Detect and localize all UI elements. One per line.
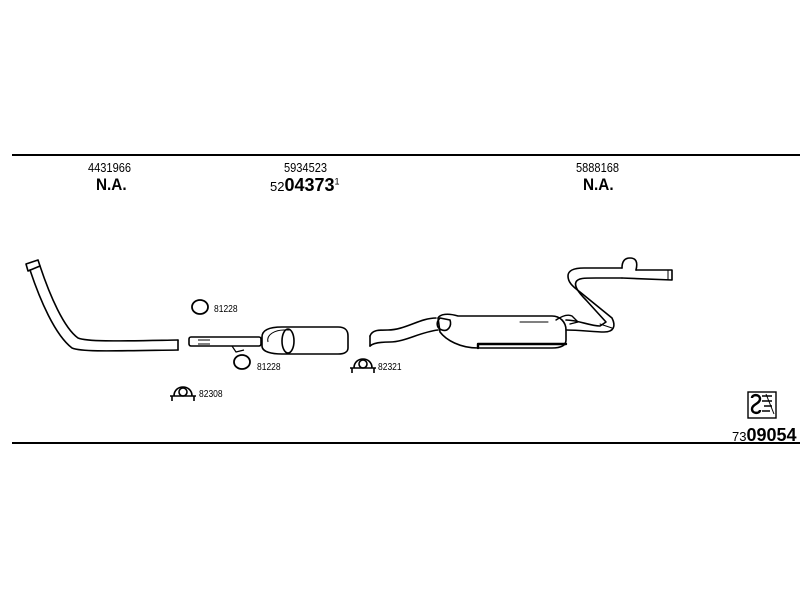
- rear-silencer: [369, 257, 673, 350]
- bottom-rule: [12, 442, 800, 444]
- middle-silencer-number: 5934523: [284, 160, 328, 175]
- middle-silencer: [188, 326, 349, 355]
- middle-silencer-ref: 52043731: [270, 175, 340, 196]
- top-rule: [12, 154, 800, 156]
- catalog-logo-icon: [747, 391, 777, 419]
- ref-main: 04373: [284, 175, 335, 195]
- ring-upper-label: 81228: [214, 304, 238, 315]
- clamp-left-label: 82308: [199, 389, 223, 400]
- clamp-right-icon: [350, 358, 376, 373]
- catalog-number: 7309054: [732, 425, 797, 446]
- catalog-prefix: 73: [732, 429, 747, 444]
- clamp-right-label: 82321: [378, 362, 402, 373]
- ring-lower-icon: [233, 354, 251, 370]
- ref-prefix: 52: [270, 179, 285, 194]
- catalog-main: 09054: [746, 425, 797, 445]
- rear-silencer-number: 5888168: [576, 160, 620, 175]
- clamp-left-icon: [170, 386, 196, 401]
- front-pipe-number: 4431966: [88, 160, 132, 175]
- ring-upper-icon: [191, 299, 209, 315]
- ref-sup: 1: [334, 176, 340, 187]
- front-pipe: [25, 259, 179, 352]
- front-pipe-status: N.A.: [96, 175, 127, 194]
- ring-lower-label: 81228: [257, 362, 281, 373]
- rear-silencer-status: N.A.: [583, 175, 614, 194]
